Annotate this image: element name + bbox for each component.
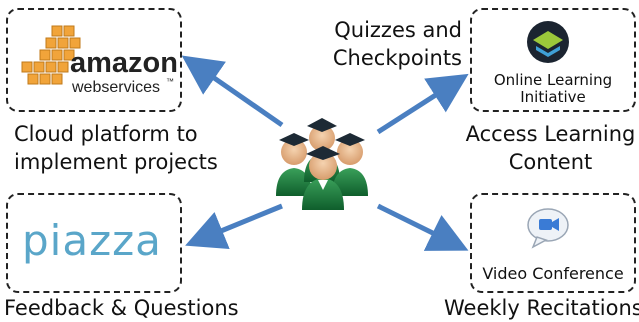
aws-caption-line1: Cloud platform to (14, 122, 198, 146)
piazza-box (6, 193, 182, 293)
aws-logo-tm: ™ (166, 77, 174, 86)
olt-box-text-line1: Online Learning (493, 71, 613, 89)
aws-caption: Cloud platform to implement projects (14, 120, 218, 176)
arrow-to-video (376, 203, 469, 251)
olt-box-text-line2: Initiative (520, 88, 586, 106)
arrow-to-olt (376, 73, 469, 135)
video-caption: Weekly Recitations (444, 296, 639, 320)
olt-arrow-label: Quizzes and Checkpoints (326, 16, 462, 72)
video-camera-icon (527, 208, 569, 249)
aws-caption-line2: implement projects (14, 150, 218, 174)
olt-caption-line2: Content (508, 150, 593, 174)
video-box-text: Video Conference (482, 264, 624, 283)
piazza-logo-word: piazza (22, 216, 162, 265)
olt-arrow-label-line1: Quizzes and (334, 18, 462, 42)
aws-logo-word: amazon (70, 47, 178, 79)
aws-cubes-icon (21, 25, 81, 85)
students-graduates-icon (276, 118, 368, 210)
aws-box (6, 8, 182, 112)
olt-caption: Access Learning Content (462, 120, 639, 176)
video-box (470, 193, 636, 293)
arrow-to-aws (181, 55, 284, 128)
aws-logo-sub: webservices (71, 79, 160, 96)
olt-arrow-label-line2: Checkpoints (332, 46, 462, 70)
arrow-to-piazza (185, 203, 283, 250)
olt-box-text: Online Learning Initiative (470, 72, 636, 106)
olt-caption-line1: Access Learning (465, 122, 636, 146)
piazza-caption: Feedback & Questions (4, 296, 239, 320)
oli-logo-icon (527, 21, 569, 63)
